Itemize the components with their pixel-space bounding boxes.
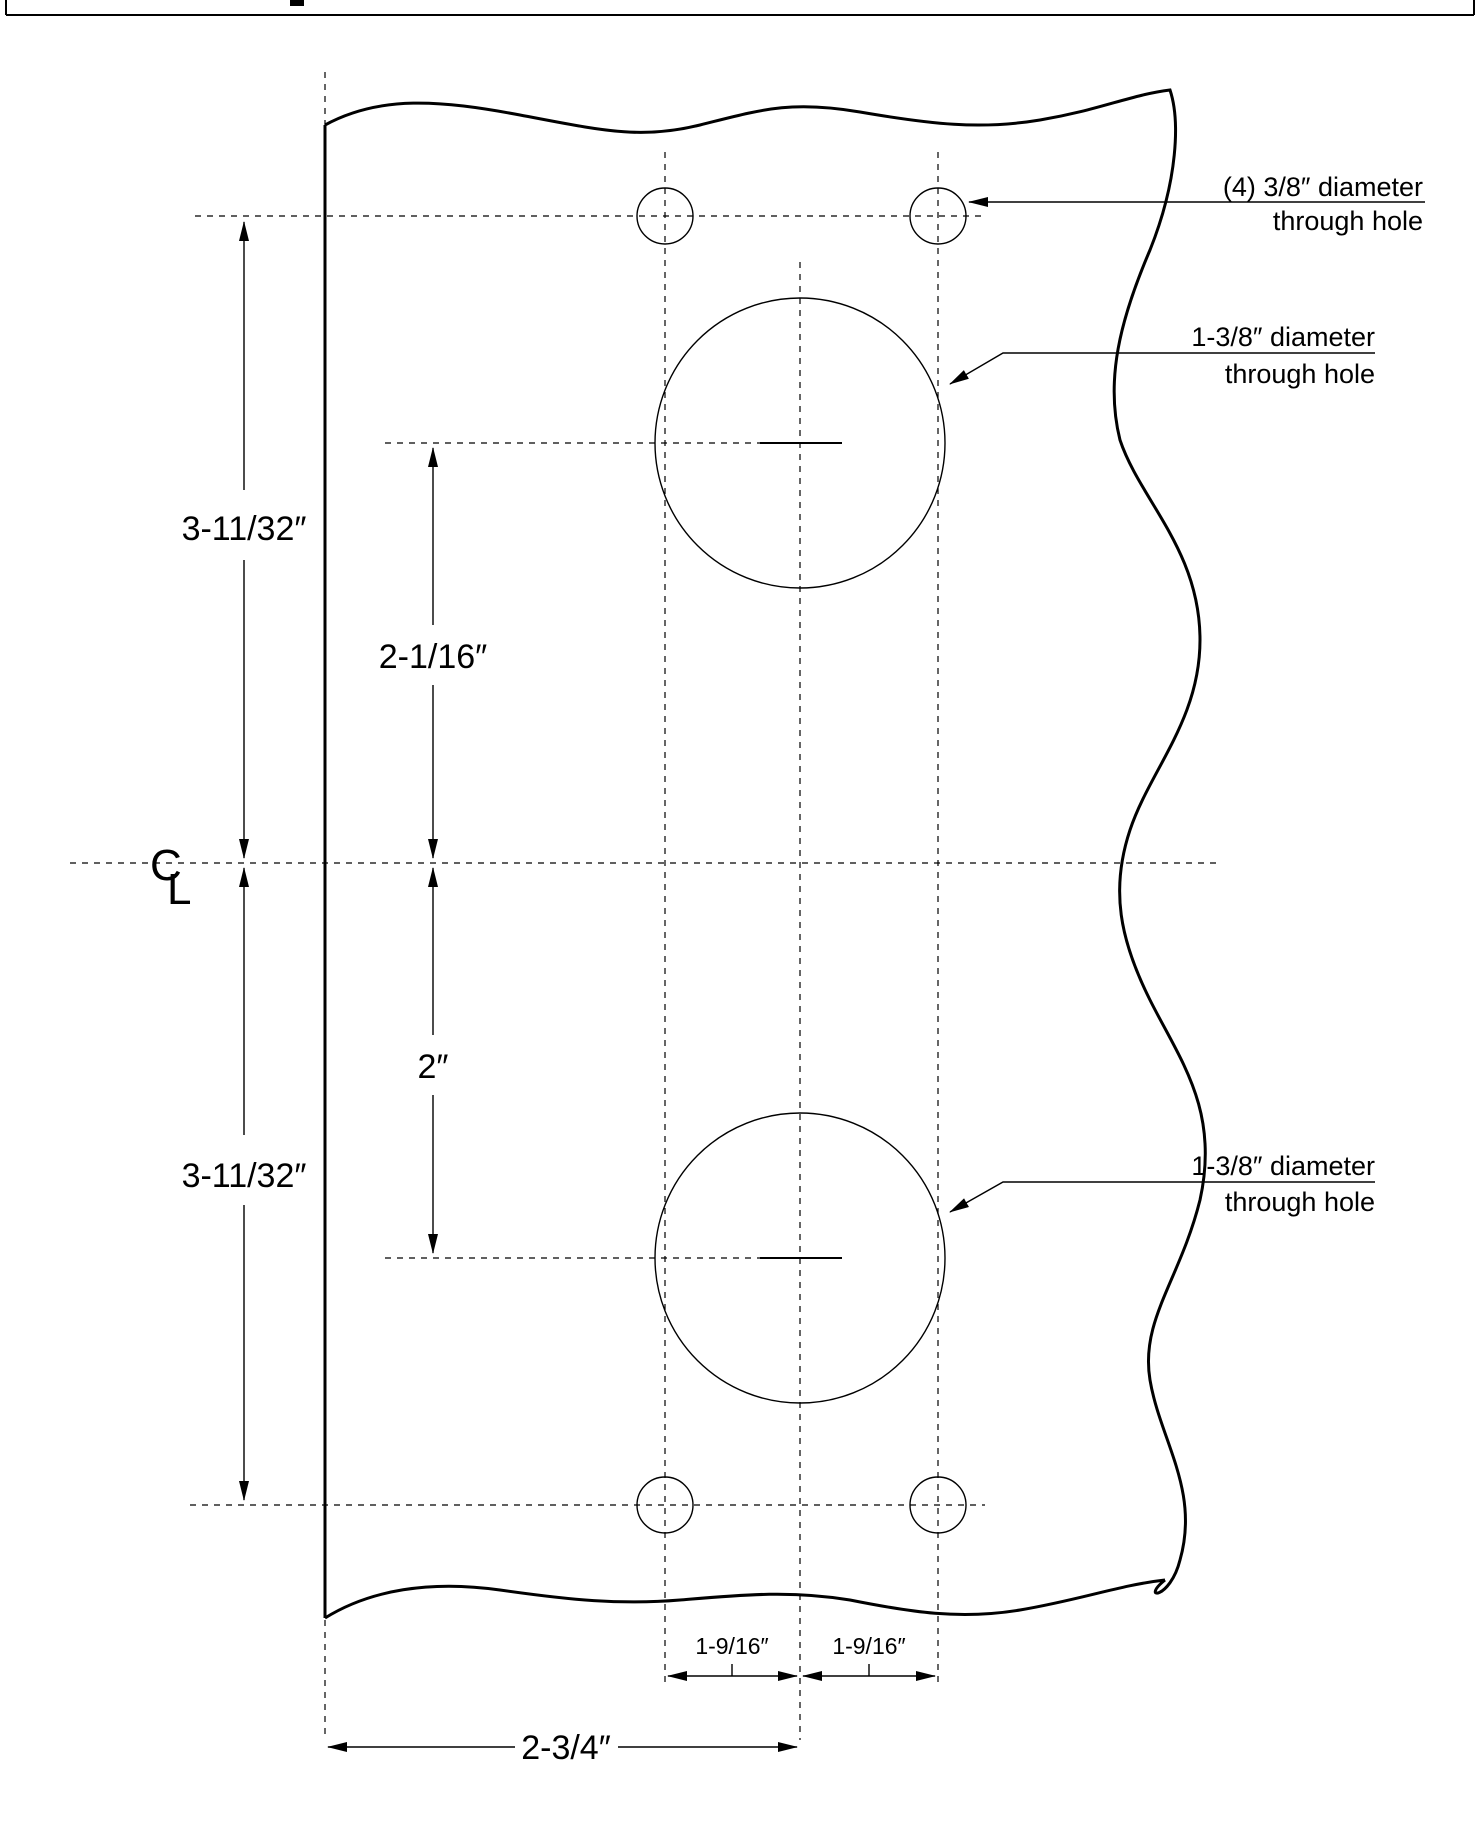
dim-edge-to-center-label: 2-3/4″ <box>521 1729 611 1767</box>
door-edge-outline <box>323 88 1207 1620</box>
dim-upper-to-hole: 2-1/16″ <box>379 447 487 859</box>
dim-lower-overall-label: 3-11/32″ <box>182 1157 307 1195</box>
callout-upper-large-line1: 1-3/8″ diameter <box>1191 322 1375 352</box>
centerline-symbol-c: C <box>150 841 182 890</box>
small-hole-top-left <box>636 187 694 245</box>
small-hole-bottom-left <box>636 1476 694 1534</box>
dim-right-offset: 1-9/16″ <box>802 1633 936 1681</box>
dim-left-offset-label: 1-9/16″ <box>695 1633 768 1659</box>
callout-lower-large-line1: 1-3/8″ diameter <box>1191 1151 1375 1181</box>
dim-upper-overall: 3-11/32″ <box>182 221 307 859</box>
dim-upper-to-hole-label: 2-1/16″ <box>379 638 487 676</box>
small-hole-bottom-right <box>909 1476 967 1534</box>
centerline-symbol-l: L <box>167 865 191 914</box>
dim-lower-to-hole: 2″ <box>418 867 449 1254</box>
holes <box>636 187 967 1534</box>
dim-lower-overall: 3-11/32″ <box>182 867 307 1501</box>
callout-small-holes: (4) 3/8″ diameter through hole <box>968 172 1425 236</box>
construction-lines <box>70 72 1222 1740</box>
callout-upper-large-line2: through hole <box>1225 359 1375 389</box>
large-hole-lower <box>654 1112 946 1404</box>
callout-small-holes-line1: (4) 3/8″ diameter <box>1223 172 1423 202</box>
dim-lower-to-hole-label: 2″ <box>418 1048 449 1086</box>
centerline-symbol: C L <box>150 841 191 914</box>
large-hole-upper <box>654 297 946 589</box>
callout-lower-large-line2: through hole <box>1225 1187 1375 1217</box>
header-bar <box>5 0 1475 16</box>
callout-lower-large-hole: 1-3/8″ diameter through hole <box>949 1151 1375 1217</box>
dim-upper-overall-label: 3-11/32″ <box>182 510 307 548</box>
dim-right-offset-label: 1-9/16″ <box>832 1633 905 1659</box>
dim-left-offset: 1-9/16″ <box>667 1633 798 1681</box>
small-hole-top-right <box>909 187 967 245</box>
dim-edge-to-center: 2-3/4″ <box>327 1729 798 1767</box>
callout-upper-large-hole: 1-3/8″ diameter through hole <box>949 322 1375 389</box>
callout-small-holes-line2: through hole <box>1273 206 1423 236</box>
